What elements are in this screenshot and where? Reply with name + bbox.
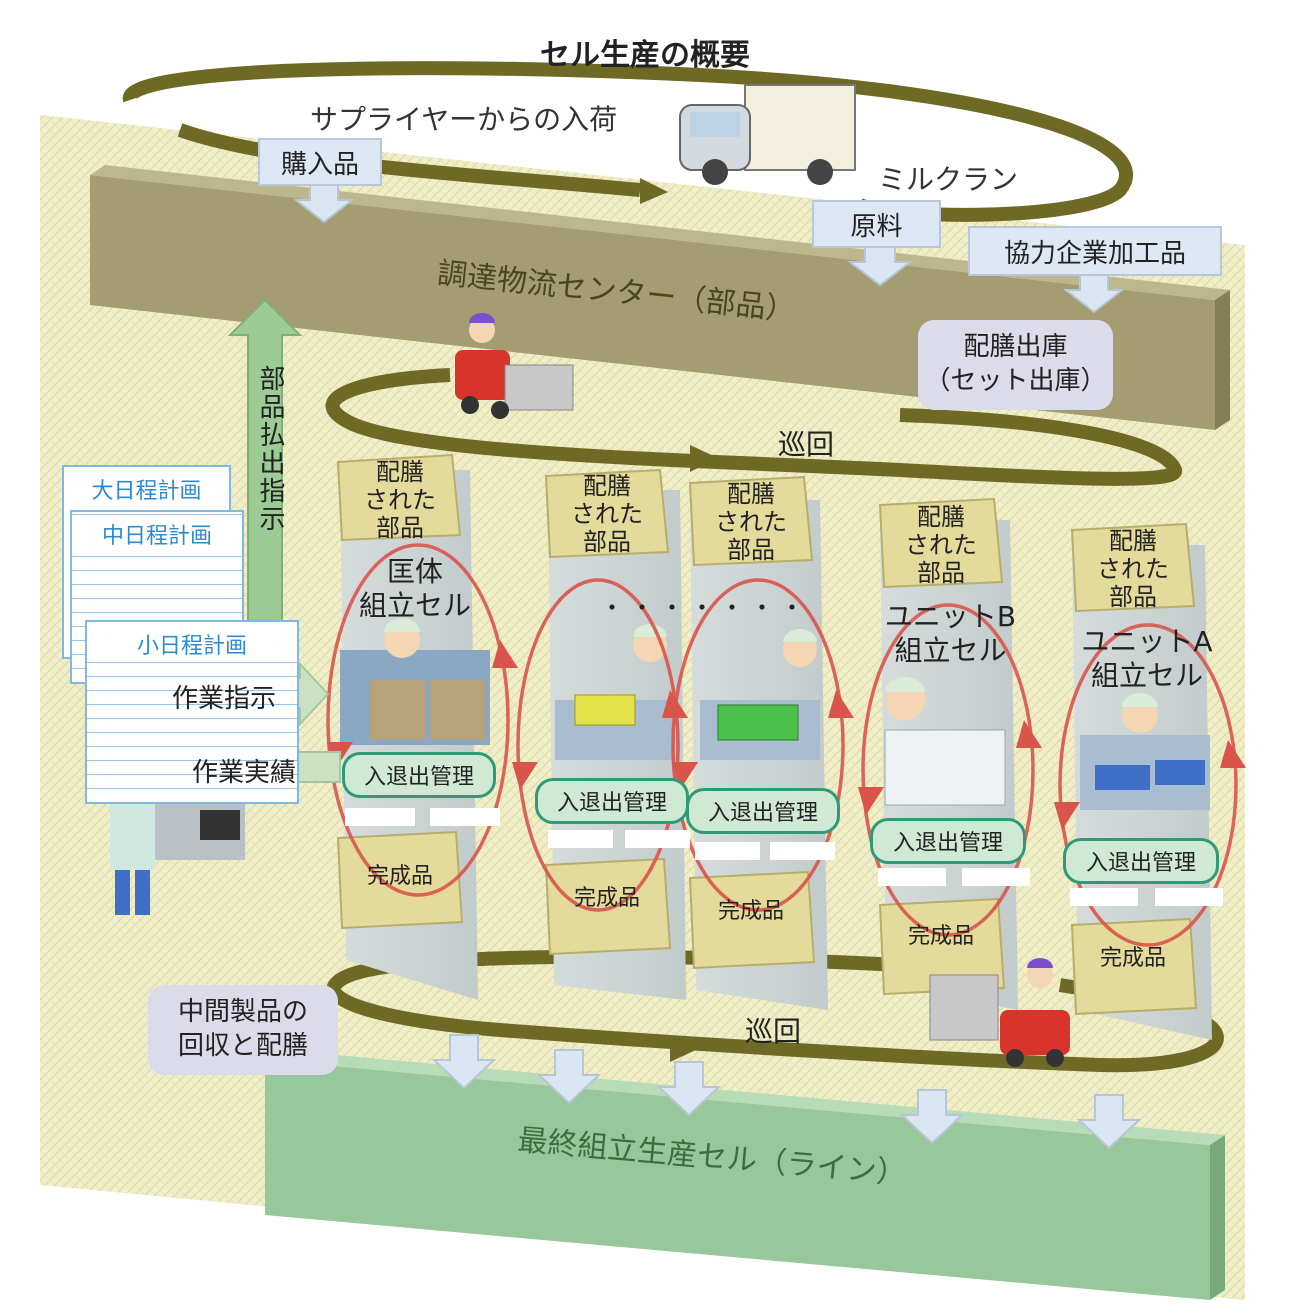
cell-4-name: ユニットB 組立セル [868,600,1033,668]
cell-2-finished: 完成品 [573,886,640,911]
intermediate-bubble: 中間製品の 回収と配膳 [148,985,338,1075]
cell-4-parts: 配膳 された 部品 [886,503,996,587]
schedule-large-title: 大日程計画 [91,479,202,504]
kitting-line1: 配膳出庫 [963,332,1068,362]
cell-3-finished: 完成品 [717,899,784,924]
patrol-label-top: 巡回 [778,428,835,461]
cell-5-name: ユニットA 組立セル [1062,625,1232,693]
cell-1-parts-l3: 部品 [376,514,424,542]
patrol-loop-top [325,368,1182,486]
raw-material-box: 原料 [812,200,941,248]
supplier-arrival-label: サプライヤーからの入荷 [310,103,618,136]
milk-run-label: ミルクラン [878,163,1019,196]
cell-1-entry-control: 入退出管理 [342,752,496,798]
schedule-small-title: 小日程計画 [87,628,297,660]
cell-4-entry-control: 入退出管理 [870,818,1026,864]
patrol-top-arrowhead [690,445,718,472]
cell-1-finished: 完成品 [366,864,433,889]
cell-2-parts-l3: 部品 [583,528,631,556]
finished-boxes [336,830,1198,1016]
input-arrows [293,184,1142,1150]
cell-3-parts-l1: 配膳 [727,480,775,508]
cell-3-parts-l3: 部品 [727,536,775,564]
final-assembly-band [265,1050,1225,1300]
kitting-bubble: 配膳出庫 （セット出庫） [918,320,1113,410]
page-title: セル生産の概要 [540,38,750,73]
supplier-loop [122,61,1133,222]
cell-4-parts-l3: 部品 [917,559,965,587]
cell-5-name-l2: 組立セル [1090,659,1203,692]
cell-1-parts-l2: された [364,486,436,514]
intermediate-line2: 回収と配膳 [177,1031,308,1061]
cell-1-name: 匡体 組立セル [340,555,490,623]
truck-illustration [679,84,856,185]
cell-5-parts-l3: 部品 [1109,583,1157,611]
cell-5-parts-l2: された [1097,555,1169,583]
work-figures [340,618,1210,810]
cell-1-parts: 配膳 された 部品 [345,458,455,542]
purchased-parts-box: 購入品 [258,138,382,186]
partner-parts-box: 協力企業加工品 [968,226,1222,276]
cell-cycle-arrows [326,543,1238,947]
patrol-label-bottom: 巡回 [745,1015,802,1048]
cell-2-parts-l2: された [571,500,643,528]
cell-4-parts-l1: 配膳 [917,503,965,531]
cell-5-entry-control: 入退出管理 [1063,838,1219,884]
cell-4-name-l2: 組立セル [894,634,1007,667]
cell-5-parts-l1: 配膳 [1109,527,1157,555]
cell-1-name-l2: 組立セル [358,589,471,622]
work-result-label: 作業実績 [192,758,297,788]
cell-3-parts-l2: された [715,508,787,536]
cell-4-finished: 完成品 [907,924,974,949]
cell-1-parts-l1: 配膳 [376,458,424,486]
cell-4-parts-l2: された [905,531,977,559]
more-cells-ellipsis: ・・・・・・・ [600,594,810,622]
barcodes [345,808,1223,906]
forklift-top [455,313,574,419]
cell-5-name-l1: ユニットA [1081,625,1213,658]
cell-5-finished: 完成品 [1099,946,1166,971]
patrol-bottom-arrowhead [670,1035,698,1062]
parts-boxes [336,453,1196,613]
work-instruction-label: 作業指示 [172,684,277,714]
supplier-loop-arrowhead [640,178,668,204]
forklift-bottom [929,958,1070,1067]
intermediate-line1: 中間製品の [177,997,308,1027]
cell-2-parts-l1: 配膳 [583,472,631,500]
schedule-medium-title: 中日程計画 [72,518,242,550]
cell-2-entry-control: 入退出管理 [535,778,689,824]
cell-5-parts: 配膳 された 部品 [1078,527,1188,611]
parts-release-label: 部品払出指示 [255,365,285,533]
cell-4-name-l1: ユニットB [884,600,1017,633]
schedule-small: 小日程計画 [85,620,299,804]
cell-3-entry-control: 入退出管理 [686,788,840,834]
kitting-line2: （セット出庫） [924,366,1107,396]
cell-2-parts: 配膳 された 部品 [552,472,662,556]
cell-1-name-l1: 匡体 [386,555,443,588]
cell-3-parts: 配膳 された 部品 [696,480,806,564]
